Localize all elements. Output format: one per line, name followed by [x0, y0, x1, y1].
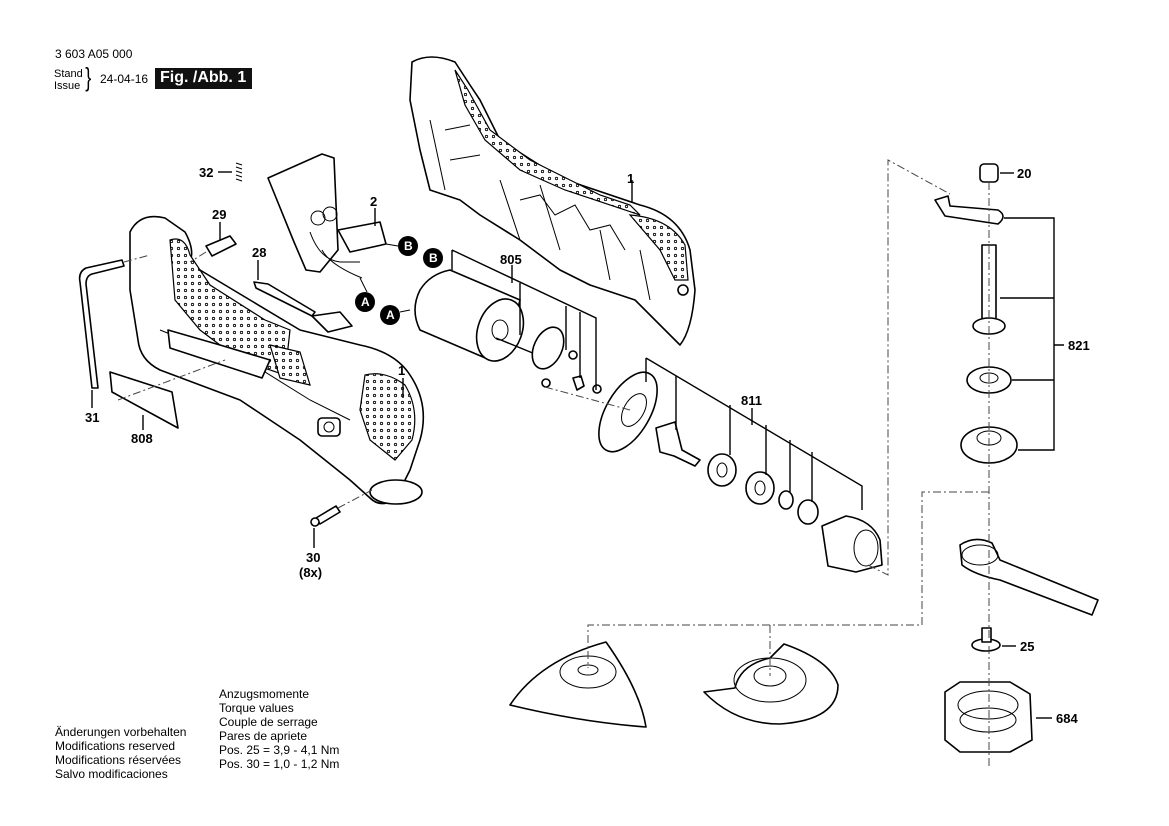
connector-b-1: B [404, 239, 413, 253]
label-29: 29 [212, 207, 226, 222]
connector-a-1: A [361, 295, 370, 309]
torque-line: Pos. 30 = 1,0 - 1,2 Nm [219, 757, 340, 771]
note-line: Modifications réservées [55, 753, 182, 767]
label-684: 684 [1056, 711, 1078, 726]
housing-left-part [117, 215, 425, 505]
note-line: Modifications reserved [55, 739, 176, 753]
label-25: 25 [1020, 639, 1034, 654]
saw-blade-part [959, 538, 1099, 652]
torque-values: Anzugsmomente Torque values Couple de se… [219, 687, 339, 771]
assembly-axis-lines [544, 159, 990, 768]
spring-part [218, 162, 243, 182]
spindle-assembly-part [934, 163, 1064, 464]
document-number: 3 603 A05 000 [55, 47, 133, 61]
note-line: Salvo modificaciones [55, 767, 168, 781]
label-2: 2 [370, 194, 377, 209]
segment-saw-blade-part [703, 643, 839, 725]
label-20: 20 [1017, 166, 1031, 181]
issue-label: Issue [54, 80, 81, 92]
hex-key-part [78, 259, 125, 408]
stand-label: Stand [54, 68, 83, 80]
connector-markers [355, 236, 443, 325]
torque-line: Anzugsmomente [219, 687, 310, 701]
sanding-pad-part [509, 641, 647, 728]
torque-line: Pos. 25 = 3,9 - 4,1 Nm [219, 743, 340, 757]
label-31: 31 [85, 410, 99, 425]
gear-assembly-part [598, 357, 883, 573]
label-805: 805 [500, 252, 522, 267]
label-30-qty: (8x) [299, 565, 322, 580]
issue-date: 24-04-16 [100, 72, 149, 86]
connector-b-2: B [429, 251, 438, 265]
torque-line: Pares de apriete [219, 729, 308, 743]
label-32: 32 [199, 165, 213, 180]
torque-line: Couple de serrage [219, 715, 318, 729]
part-labels: 32 29 28 2 1 1 805 811 821 20 25 684 31 … [85, 165, 1090, 726]
label-30: 30 [306, 550, 320, 565]
label-plate-part [109, 371, 179, 430]
figure-label: Fig. /Abb. 1 [155, 68, 253, 89]
screw-part [310, 489, 373, 548]
label-1-right: 1 [627, 171, 634, 186]
label-811: 811 [741, 393, 762, 408]
housing-right-part [409, 56, 696, 346]
stand-issue-label: Stand Issue [54, 68, 83, 92]
led-holder-part [189, 222, 237, 263]
label-28: 28 [252, 245, 266, 260]
accessory-adapter-part [944, 681, 1052, 753]
motor-part [414, 249, 602, 394]
modification-notes: Änderungen vorbehalten Modifications res… [55, 725, 186, 781]
brace-glyph: } [85, 62, 92, 92]
torque-line: Torque values [219, 701, 294, 715]
label-1-left: 1 [398, 363, 405, 378]
label-821: 821 [1068, 338, 1090, 353]
label-808: 808 [131, 431, 153, 446]
connector-a-2: A [386, 308, 395, 322]
slide-switch-part [253, 260, 353, 333]
note-line: Änderungen vorbehalten [55, 725, 187, 739]
electronics-module-part [267, 153, 399, 279]
